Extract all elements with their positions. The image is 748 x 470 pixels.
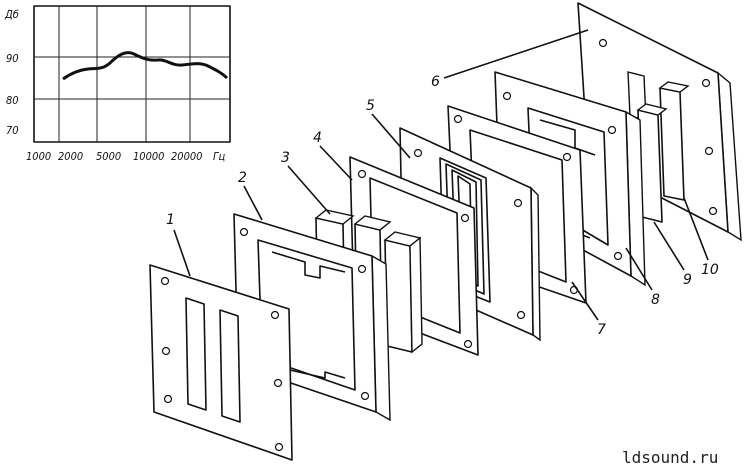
- callout-2: 2: [238, 170, 247, 186]
- leader-7: [571, 281, 599, 321]
- callout-9: 9: [683, 272, 692, 288]
- part-6-hole: [701, 78, 711, 88]
- leader-4: [319, 145, 353, 181]
- part-10-top: [658, 81, 690, 93]
- chart-frame: [33, 5, 231, 143]
- callout-labels: 1 2 3 4 5 6 7 8 9 10: [166, 74, 719, 338]
- part-8-inner-step: [539, 119, 596, 156]
- part-1-hole: [161, 346, 171, 356]
- leader-6: [443, 29, 589, 79]
- callout-7: 7: [597, 322, 606, 338]
- part-8-hole: [502, 91, 512, 101]
- part-3-bar-right-side: [409, 236, 423, 354]
- x-tick-10000: 10000: [133, 150, 164, 163]
- part-4-hole: [357, 169, 367, 179]
- part-9-top: [636, 103, 668, 116]
- part-1-hole: [273, 378, 283, 388]
- part-2-hole: [239, 227, 249, 237]
- leader-8: [625, 247, 653, 291]
- callout-5: 5: [366, 98, 375, 114]
- part-8-hole: [607, 125, 617, 135]
- y-tick-90: 90: [6, 52, 19, 65]
- part-1-hole: [274, 442, 284, 452]
- part-7-hole: [562, 152, 572, 162]
- part-1-slot-right: [219, 309, 241, 423]
- x-tick-20000: 20000: [171, 150, 202, 163]
- part-4-hole: [460, 213, 470, 223]
- x-unit-label: Гц: [213, 150, 226, 163]
- part-3-bar-mid-top: [353, 215, 392, 231]
- leader-2: [243, 185, 263, 221]
- frequency-response-inset: Дб 90 80 70 1000 2000 5000 10000 20000 Г…: [4, 5, 231, 163]
- part-1-hole: [163, 394, 173, 404]
- callout-4: 4: [313, 130, 322, 146]
- part-5-hole: [513, 198, 523, 208]
- part-1-slot-left: [185, 297, 207, 411]
- callout-10: 10: [701, 262, 719, 278]
- leader-10: [683, 197, 709, 261]
- part-6-hole: [598, 38, 608, 48]
- x-tick-2000: 2000: [58, 150, 83, 163]
- part-4-hole: [463, 339, 473, 349]
- part-6-hole: [708, 206, 718, 216]
- part-10-face: [659, 87, 685, 201]
- x-tick-1000: 1000: [26, 150, 51, 163]
- part-5-hole: [516, 310, 526, 320]
- part-8-hole: [613, 251, 623, 261]
- x-tick-5000: 5000: [96, 150, 121, 163]
- y-tick-80: 80: [6, 94, 19, 107]
- watermark-text: ldsound.ru: [622, 448, 718, 467]
- y-tick-70: 70: [6, 124, 19, 137]
- part-2-hole: [357, 264, 367, 274]
- callout-3: 3: [281, 150, 290, 166]
- part-5-hole: [413, 148, 423, 158]
- leader-3: [287, 165, 331, 215]
- leader-lines: [173, 29, 709, 321]
- leader-5: [371, 113, 411, 159]
- part-3-bar-right: [384, 239, 413, 353]
- y-unit-label: Дб: [4, 8, 19, 21]
- part-1-hole: [270, 310, 280, 320]
- leader-9: [653, 221, 685, 271]
- part-3-bar-left-top: [314, 209, 355, 225]
- part-2-inner-step: [271, 251, 346, 279]
- part-1-hole: [160, 276, 170, 286]
- callout-8: 8: [651, 292, 660, 308]
- callout-6: 6: [431, 74, 440, 90]
- response-curve: [62, 51, 229, 81]
- callout-1: 1: [166, 212, 175, 228]
- part-6-hole: [704, 146, 714, 156]
- leader-1: [173, 229, 191, 277]
- part-2-hole: [360, 391, 370, 401]
- part-7-hole: [453, 114, 463, 124]
- part-1-front-plate: [149, 264, 293, 461]
